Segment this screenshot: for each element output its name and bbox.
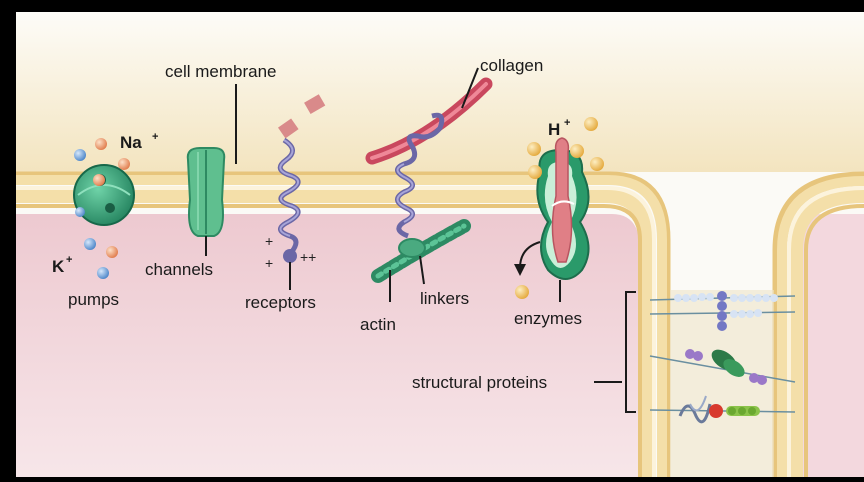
k-charge: + (66, 254, 72, 266)
na-label: Na (120, 133, 142, 152)
channel-protein (188, 148, 225, 236)
pumps-label: pumps (68, 290, 119, 309)
linkers-label: linkers (420, 289, 469, 308)
na-charge: + (152, 131, 158, 143)
svg-text:+: + (265, 255, 273, 271)
h-label: H (548, 120, 560, 139)
actin-label: actin (360, 315, 396, 334)
channels-label: channels (145, 260, 213, 279)
h-charge: + (564, 117, 570, 129)
receptors-label: receptors (245, 293, 316, 312)
svg-text:++: ++ (300, 249, 316, 265)
svg-text:+: + (265, 233, 273, 249)
collagen-label: collagen (480, 56, 543, 75)
k-label: K (52, 257, 65, 276)
enzyme-protein (537, 138, 588, 279)
enzymes-label: enzymes (514, 309, 582, 328)
cell-membrane-label: cell membrane (165, 62, 277, 81)
structural-proteins-label: structural proteins (412, 373, 547, 392)
extracellular-space (16, 12, 864, 172)
